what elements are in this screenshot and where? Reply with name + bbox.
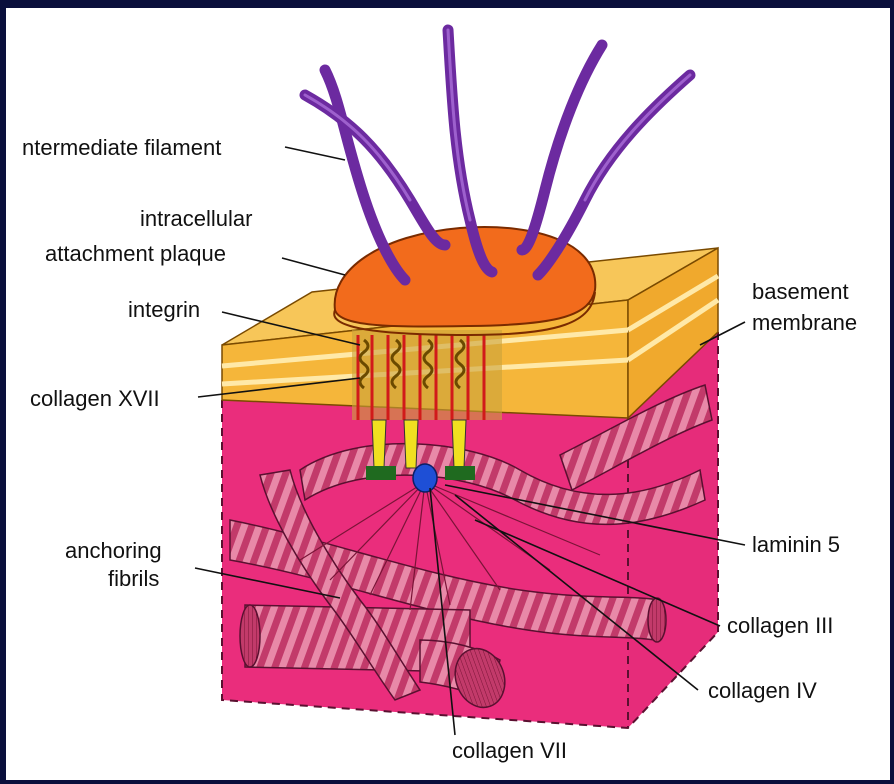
label-integrin: integrin [128,297,200,322]
label-basement-line2: membrane [752,310,857,335]
label-laminin-5: laminin 5 [752,532,840,557]
label-collagen-vii: collagen VII [452,738,567,763]
label-basement-line1: basement [752,279,849,304]
label-plaque-line2: attachment plaque [45,241,226,266]
label-anchoring-line2: fibrils [108,566,159,591]
label-anchoring-line1: anchoring [65,538,162,563]
label-intermediate-filament: ntermediate filament [22,135,221,160]
anchoring-core [413,464,437,492]
label-collagen-xvii: collagen XVII [30,386,160,411]
label-plaque-line1: intracellular [140,206,253,231]
label-collagen-iv: collagen IV [708,678,817,703]
label-collagen-iii: collagen III [727,613,833,638]
